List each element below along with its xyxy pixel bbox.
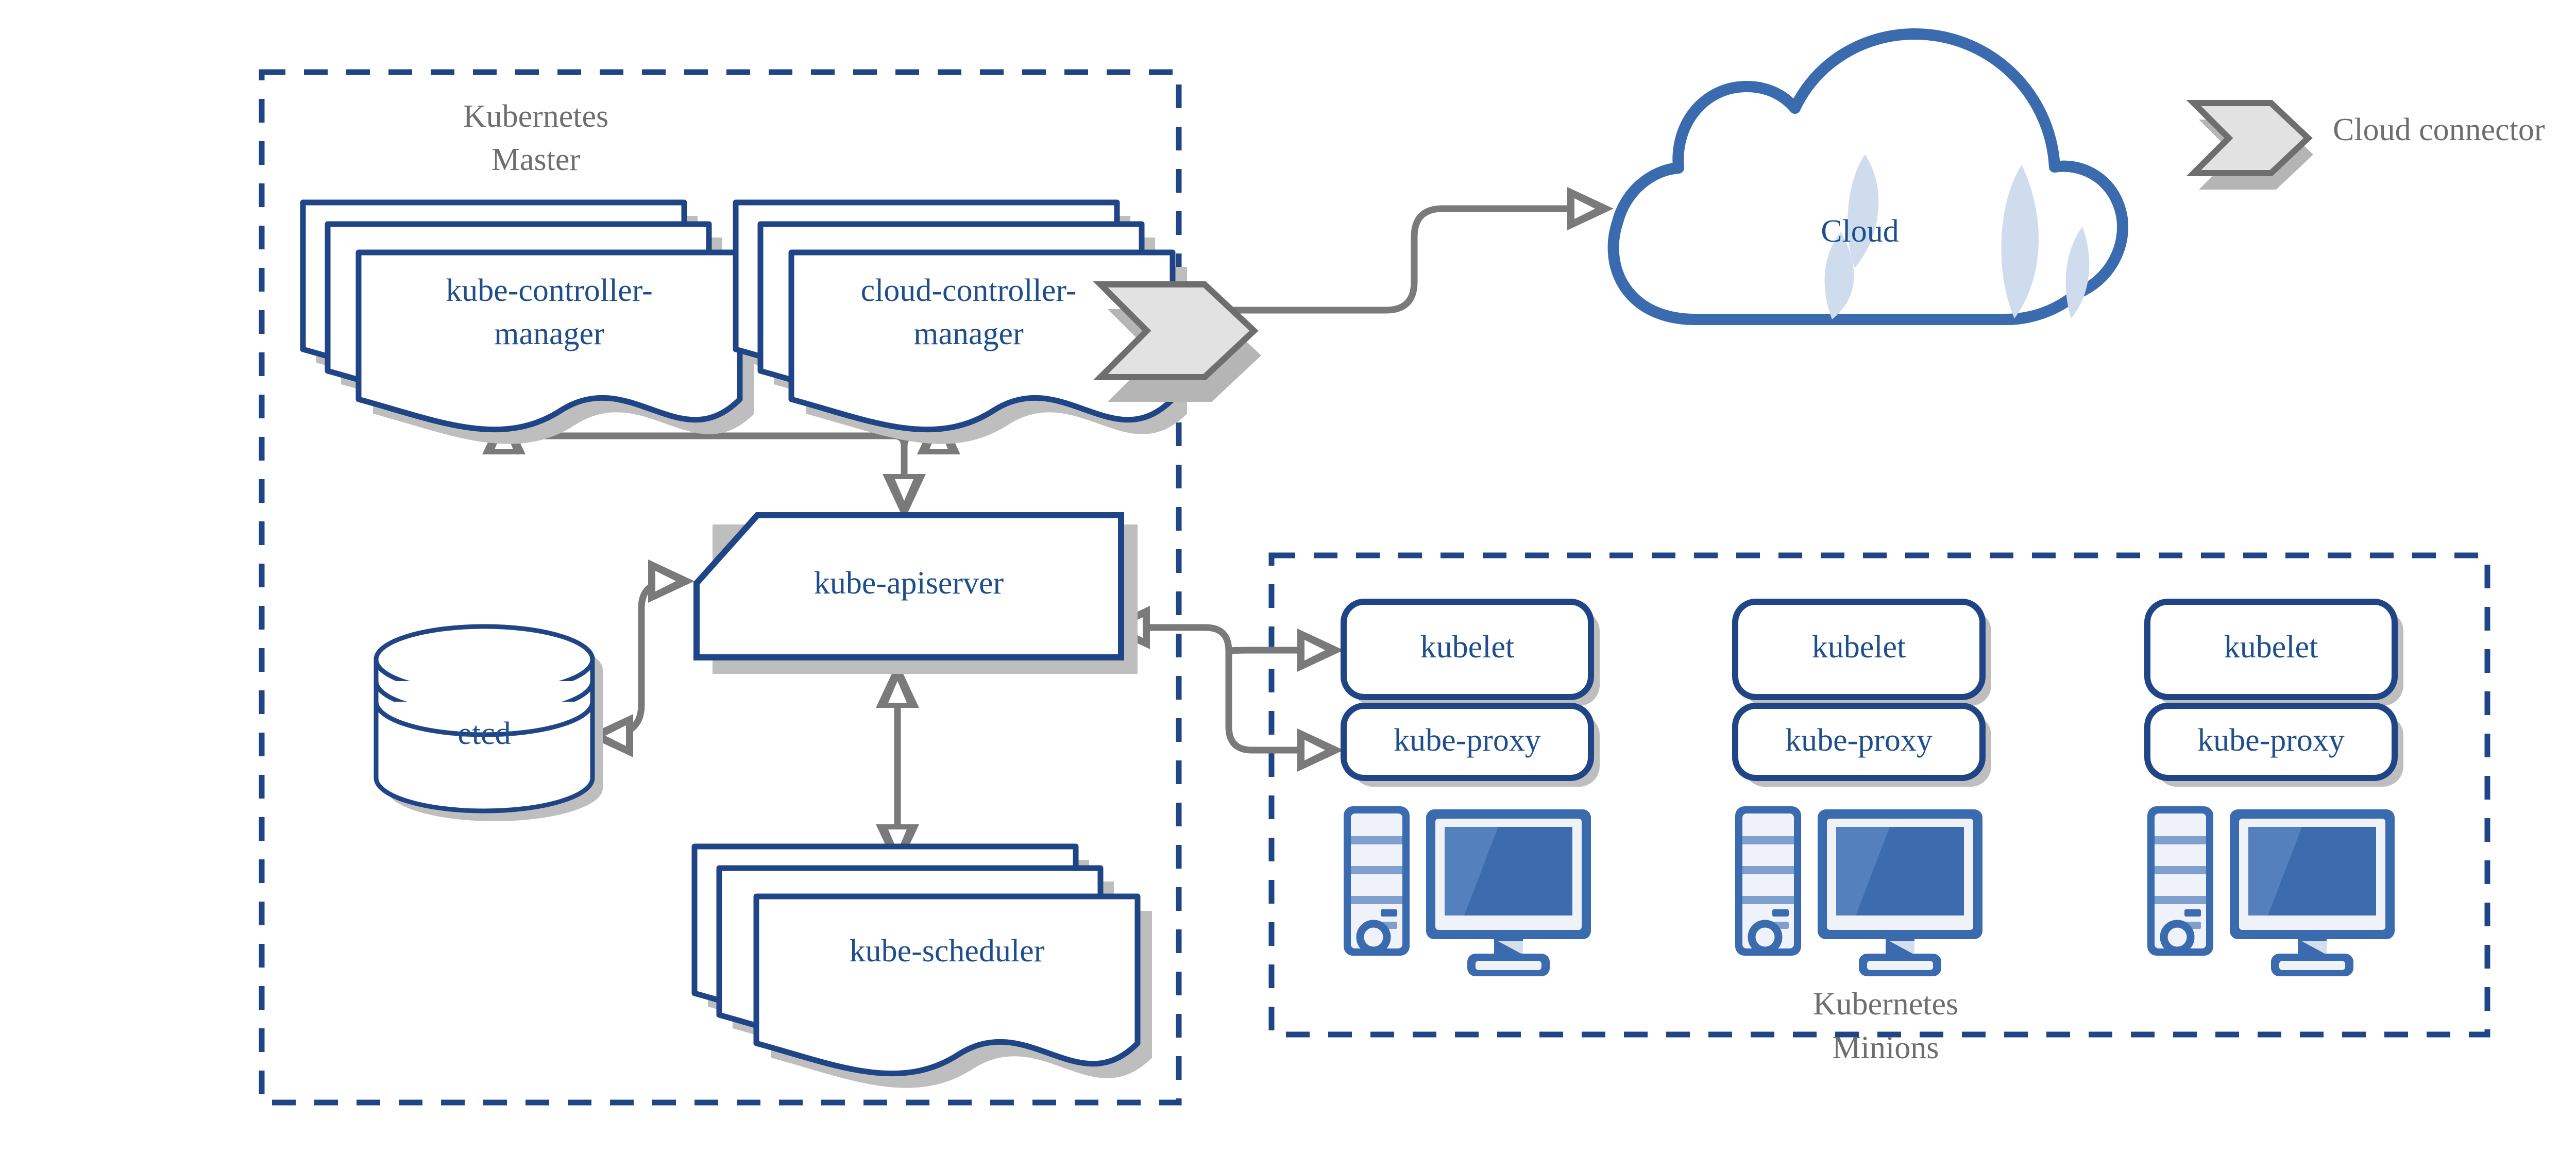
minions-group-label-line2: Minions — [1833, 1030, 1939, 1065]
kubelet-box-2[interactable] — [1732, 599, 1986, 700]
kubelet-label-2: kubelet — [1812, 630, 1906, 665]
minion-node-2: kubelet kube-proxy — [1732, 599, 1991, 976]
kubelet-label-1: kubelet — [1420, 630, 1515, 665]
kubelet-label-3: kubelet — [2224, 630, 2318, 665]
connector-ccm-to-cloud — [1159, 187, 1614, 314]
master-group-label-line2: Master — [492, 142, 581, 177]
component-kube-controller-manager[interactable]: kube-controller- manager — [300, 199, 754, 444]
component-kube-scheduler[interactable]: kube-scheduler — [691, 843, 1152, 1088]
minion-node-1: kubelet kube-proxy — [1341, 599, 1600, 976]
cloud-controller-manager-label-line2: manager — [913, 316, 1024, 351]
kube-proxy-label-3: kube-proxy — [2197, 723, 2345, 758]
kubernetes-minions-boundary — [1268, 552, 2490, 1038]
kube-controller-manager-label-line2: manager — [494, 316, 604, 351]
kubelet-box-3[interactable] — [2144, 599, 2398, 700]
connector-apiserver-to-scheduler — [876, 662, 919, 871]
master-group-label-line1: Kubernetes — [463, 99, 608, 134]
cloud-connector-icon-ccm — [1093, 281, 1261, 402]
connector-etcd-to-apiserver — [587, 559, 694, 757]
component-cloud-controller-manager[interactable]: cloud-controller- manager — [733, 199, 1187, 444]
desktop-computer-icon-2 — [1735, 806, 1982, 976]
minion-node-3: kubelet kube-proxy — [2144, 599, 2403, 976]
cloud-shape[interactable]: Cloud — [1607, 28, 2128, 325]
cloud-label: Cloud — [1821, 214, 1899, 249]
cloud-controller-manager-label-line1: cloud-controller- — [861, 273, 1077, 308]
kube-proxy-box-1[interactable] — [1341, 703, 1594, 781]
kube-proxy-box-2[interactable] — [1732, 703, 1986, 781]
component-kube-apiserver[interactable]: kube-apiserver — [693, 512, 1138, 674]
kube-apiserver-label: kube-apiserver — [814, 566, 1004, 601]
kubernetes-master-boundary — [259, 69, 1182, 1106]
kubelet-box-1[interactable] — [1341, 599, 1594, 700]
desktop-computer-icon-3 — [2147, 806, 2395, 976]
kube-proxy-box-3[interactable] — [2144, 703, 2398, 781]
connector-apiserver-to-minions — [1104, 606, 1344, 772]
legend: Cloud connector — [2186, 100, 2545, 190]
kube-proxy-label-1: kube-proxy — [1394, 723, 1541, 758]
kube-controller-manager-label-line1: kube-controller- — [446, 273, 653, 308]
etcd-label: etcd — [457, 716, 511, 751]
legend-label: Cloud connector — [2333, 112, 2545, 147]
kube-scheduler-label: kube-scheduler — [850, 934, 1045, 969]
desktop-computer-icon-1 — [1344, 806, 1591, 976]
kube-proxy-label-2: kube-proxy — [1785, 723, 1933, 758]
minions-group-label-line1: Kubernetes — [1813, 987, 1958, 1022]
component-etcd[interactable]: etcd — [374, 624, 603, 821]
legend-cloud-connector-icon — [2186, 100, 2313, 190]
